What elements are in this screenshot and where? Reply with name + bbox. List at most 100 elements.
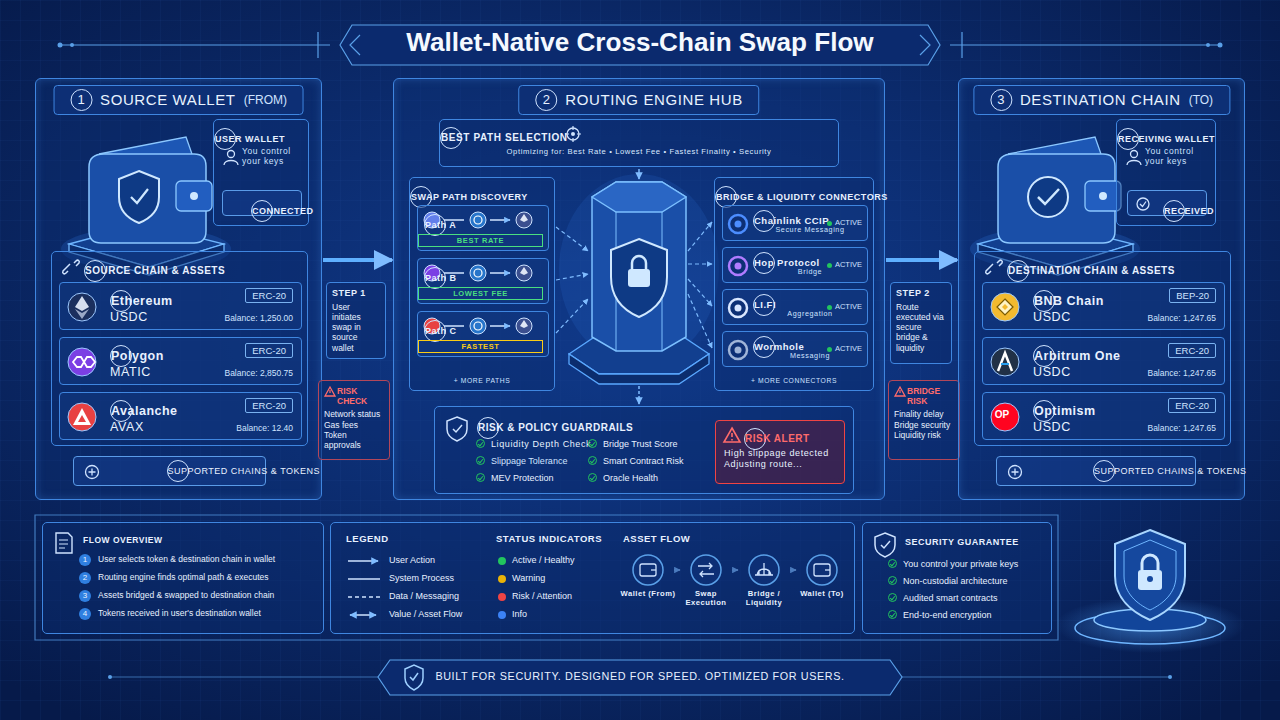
- node-text: 4: [79, 608, 91, 620]
- icon: [53, 531, 75, 555]
- decor-path: [611, 239, 667, 317]
- node-heading: 2: [535, 89, 557, 111]
- decor-path: [1012, 469, 1019, 476]
- risk-box: RISK CHECKNetwork statusGas feesToken ap…: [318, 380, 390, 460]
- icon: [565, 126, 581, 142]
- legend-swatch: [498, 575, 506, 583]
- decor-polygon: [520, 214, 528, 222]
- decor-circle: [633, 555, 663, 585]
- icon: [1007, 464, 1023, 480]
- decor-path: [688, 263, 712, 264]
- decor-circle: [68, 293, 96, 321]
- node-text: Assets bridged & swapped to destination …: [98, 590, 274, 600]
- decor-path: [825, 569, 830, 570]
- decor-polygon: [724, 428, 740, 442]
- node-text: Secure Messaging: [753, 226, 867, 235]
- decor-polygon: [997, 299, 1013, 315]
- decor-circle: [68, 403, 96, 431]
- node-text: Smart Contract Risk: [603, 456, 684, 467]
- decor-path: [986, 260, 1003, 274]
- icon: [723, 206, 753, 242]
- node-text: FASTEST: [418, 340, 543, 353]
- legend-text: User Action: [389, 555, 435, 565]
- decor-path: [447, 417, 467, 441]
- risk-box: BRIDGE RISKFinality delayBridge security…: [888, 380, 960, 460]
- decor-polygon: [73, 408, 91, 425]
- decor-path: [1008, 137, 1101, 154]
- decor-path: [592, 182, 686, 351]
- node-text: ASSET FLOW: [623, 533, 690, 544]
- decor-circle: [1168, 675, 1172, 679]
- node-text: + MORE CONNECTORS: [715, 377, 873, 385]
- icon: [894, 386, 908, 400]
- path-option: Path ABEST RATE: [417, 205, 549, 251]
- icon: [1126, 149, 1146, 169]
- decor-circle: [1137, 198, 1149, 210]
- node-heading: LEGEND: [346, 533, 389, 544]
- node-text: USDC: [1033, 420, 1071, 435]
- user-wallet-box: USER WALLETYou control your keysCONNECTE…: [213, 119, 309, 226]
- connector-item: LI.FIAggregationACTIVE: [722, 289, 868, 325]
- decor-path: [688, 222, 712, 251]
- node-text: ACTIVE: [827, 344, 862, 353]
- node-text: High slippage detected Adjusting route..…: [724, 448, 838, 470]
- node-text: ROUTING ENGINE HUB: [565, 91, 742, 109]
- node-text: USDC: [110, 310, 148, 325]
- decor-path: [35, 515, 1058, 640]
- decor-path: [119, 171, 159, 223]
- path-panel: SWAP PATH DISCOVERY+ MORE PATHSPath ABES…: [409, 177, 555, 391]
- decor-g: [405, 665, 423, 690]
- decor-circle: [228, 151, 235, 158]
- risk-alert: RISK ALERTHigh slippage detected Adjusti…: [715, 420, 845, 484]
- node-text: Aggregation: [753, 310, 867, 319]
- decor-path: [565, 126, 581, 142]
- decor-circle: [1028, 177, 1068, 217]
- node-heading: Arbitrum One: [1033, 345, 1055, 367]
- decor-circle: [1147, 576, 1153, 582]
- node-heading: Polygon: [110, 345, 132, 367]
- icon: [723, 290, 753, 326]
- asset-row: PolygonMATICERC-20Balance: 2,850.75: [59, 337, 302, 385]
- decor-circle: [108, 675, 112, 679]
- node-text: MEV Protection: [491, 473, 554, 484]
- node-text: Oracle Health: [603, 473, 658, 484]
- legend-text: Info: [512, 609, 527, 619]
- decor-circle: [70, 43, 74, 47]
- decor-circle: [516, 318, 532, 334]
- decor-path: [89, 469, 96, 476]
- decor-circle: [1099, 192, 1107, 200]
- icon: [60, 283, 104, 331]
- node-text: Balance: 1,247.65: [1147, 423, 1216, 433]
- decor-path: [444, 272, 510, 273]
- decor-circle: [1009, 466, 1022, 479]
- decor-circle: [474, 216, 482, 224]
- decor-polygon: [1002, 304, 1008, 310]
- node-text: End-to-end encryption: [903, 610, 992, 621]
- icon: [983, 338, 1027, 386]
- decor-path: [1142, 555, 1158, 570]
- node-text: Gas fees: [324, 420, 384, 430]
- decor-path: [405, 665, 423, 690]
- destination-panel: 3DESTINATION CHAIN(TO)RECEIVING WALLETYo…: [958, 78, 1245, 500]
- node-text: SOURCE WALLET: [100, 91, 236, 109]
- icon: [872, 531, 898, 559]
- node-heading: 3: [990, 89, 1012, 111]
- shield-illustration: [1055, 530, 1245, 653]
- decor-circle: [991, 403, 1019, 431]
- decor-polygon: [75, 309, 89, 319]
- node-heading: Path B: [424, 267, 446, 289]
- node-heading: STEP 2: [896, 288, 946, 299]
- decor-path: [224, 161, 238, 166]
- decor-path: [698, 563, 714, 577]
- node-text: Network status: [324, 409, 384, 419]
- connector-item: Hop ProtocolBridgeACTIVE: [722, 247, 868, 283]
- icon: [723, 248, 753, 284]
- decor-circle: [807, 555, 837, 585]
- decor-rect: [814, 564, 830, 576]
- decor-rect: [628, 269, 650, 287]
- decor-circle: [729, 341, 747, 359]
- decor-path: [1115, 530, 1185, 620]
- icon: [60, 338, 104, 386]
- decor-circle: [68, 348, 96, 376]
